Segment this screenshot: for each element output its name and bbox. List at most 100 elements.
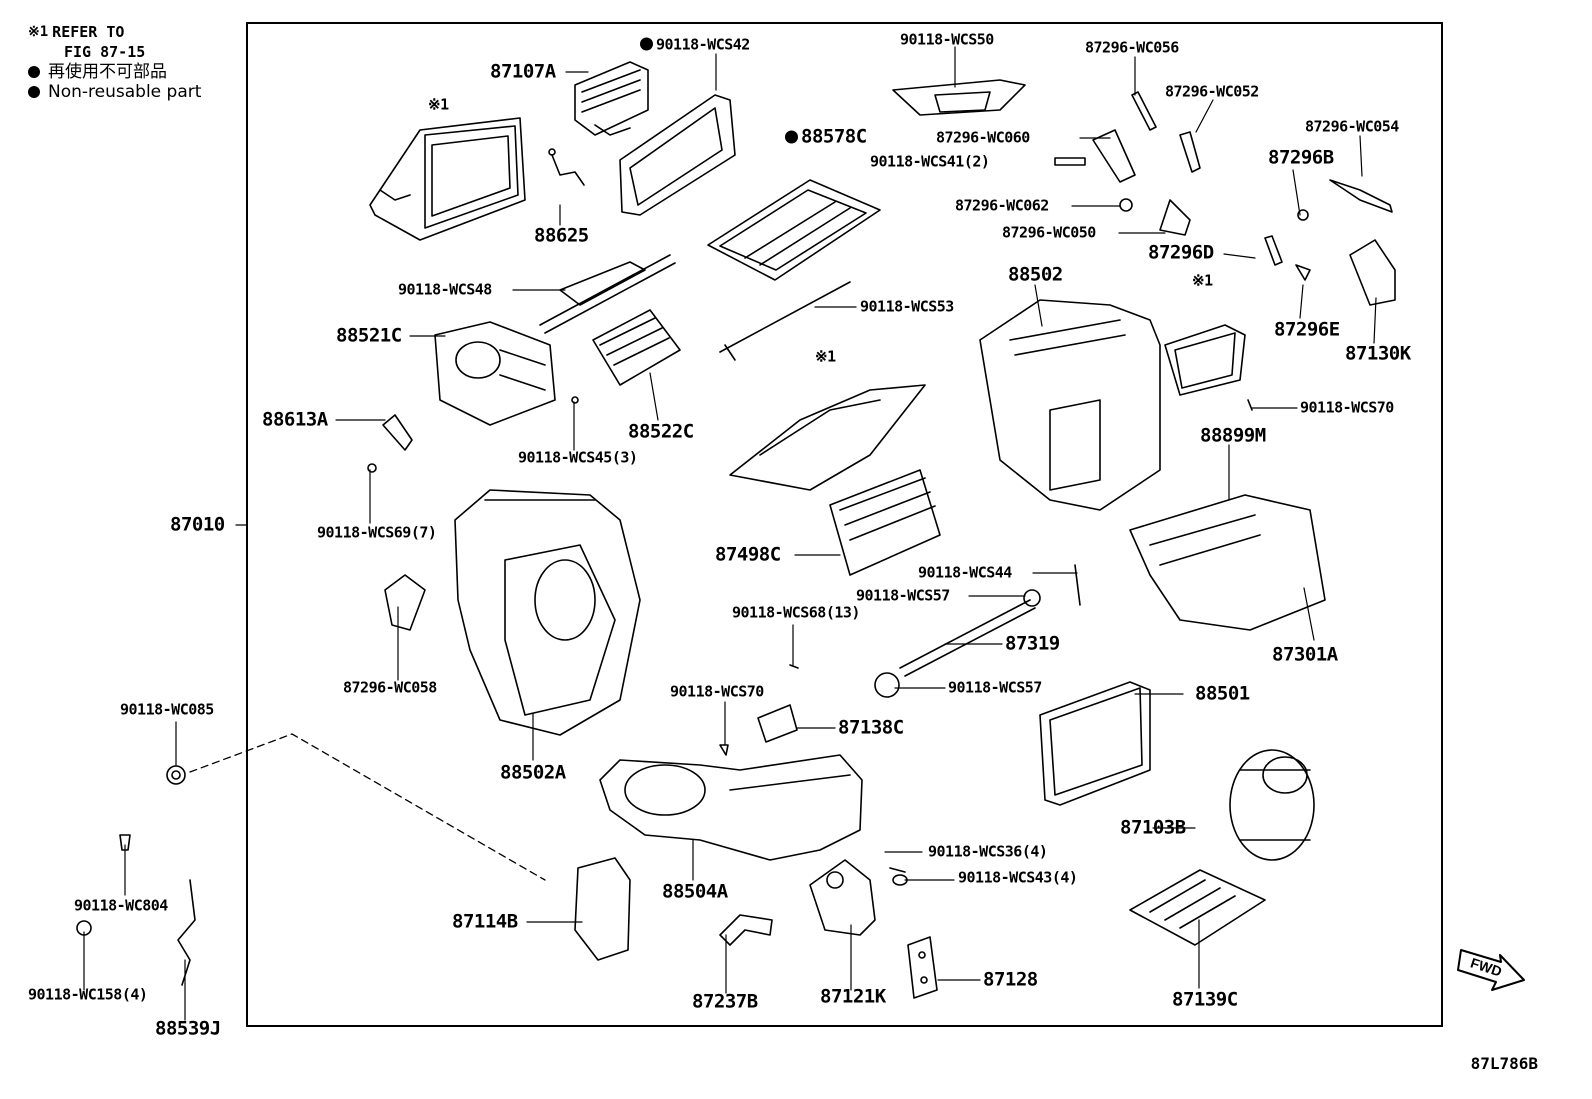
part-label: 90118-WC085 [120,700,214,719]
part-label: 90118-WC158(4) [28,985,148,1004]
part-label: 90118-WCS44 [918,563,1012,582]
part-label: 90118-WCS41(2) [870,152,990,171]
reference-mark: ※1 [1192,271,1213,290]
part-label: 87139C [1172,988,1238,1011]
part-87114B-duct [574,857,631,961]
part-88625-sensor [548,148,585,186]
part-88501-evaporator [1039,681,1151,806]
part-small-linkages-upper-right [1054,91,1396,306]
fwd-arrow-icon: FWD [1457,949,1525,991]
part-label: 88899M [1200,424,1266,447]
diagram-frame [246,22,1443,1027]
part-label: 87301A [1272,643,1338,666]
part-label: 87296-WC060 [936,128,1030,147]
part-90118-wcs48-tube [539,254,676,334]
part-87319-shaft [874,589,1041,698]
part-88539J-harness [177,879,196,986]
legend-reference-figure: FIG 87-15 [28,42,201,62]
nonreusable-jp-text: 再使用不可部品 [48,62,167,82]
part-label: 87296-WC052 [1165,82,1259,101]
reference-text-line1: REFER TO [52,23,125,41]
part-88502-case-upper [979,299,1161,511]
legend-nonreusable-jp: 再使用不可部品 [28,62,201,82]
part-label: 90118-WCS57 [856,586,950,605]
part-label: 90118-WC804 [74,896,168,915]
reference-text-line2: FIG 87-15 [64,43,146,61]
part-label: 87296E [1274,318,1340,341]
part-88899M-case-lower [1129,494,1326,631]
reference-mark: ※1 [28,24,49,40]
nonreusable-dot-icon [28,66,40,78]
part-seal-wcs42 [619,94,736,216]
part-88613A-bracket [382,414,413,451]
part-87103B-blower-motor [1229,749,1315,861]
part-label: 88502 [1008,263,1063,286]
part-87296-WC058-motor [384,574,426,631]
part-label: 90118-WCS69(7) [317,523,437,542]
part-label: 87498C [715,543,781,566]
part-88521C-blower-case [434,321,556,426]
part-87010-main-unit [454,489,641,736]
part-label: 88539J [155,1017,221,1040]
nonreusable-en-text: Non-reusable part [48,82,202,102]
part-label: 88522C [628,420,694,443]
legend-nonreusable-en: Non-reusable part [28,82,201,102]
part-label: 87296-WC056 [1085,38,1179,57]
part-87128-plate [907,936,938,999]
part-90118-wcs53-rod [719,281,851,361]
part-label: 90118-WCS70 [1300,398,1394,417]
reference-mark: ※1 [815,347,836,366]
legend: ※1 REFER TO FIG 87-15 再使用不可部品 Non-reusab… [28,22,201,102]
part-wcs50-seal [892,79,1026,116]
part-87121K-linkage [809,859,876,936]
part-label: 90118-WCS45(3) [518,448,638,467]
part-87138C-clip [757,704,798,743]
part-87498C-filter [829,469,941,576]
legend-reference-note: ※1 REFER TO [28,22,201,42]
part-label: 88625 [534,224,589,247]
part-88578C-filter-frame [707,179,881,281]
part-label: 90118-WCS57 [948,678,1042,697]
part-wcs44-pin [1074,564,1081,606]
part-ref-duct-center [729,384,926,491]
part-88522C-damper [592,309,681,386]
part-label: 87114B [452,910,518,933]
part-label: 88613A [262,408,328,431]
part-label: 87130K [1345,342,1411,365]
part-label: 90118-WCS43(4) [958,868,1078,887]
part-label: 90118-WCS53 [860,297,954,316]
part-label: 87319 [1005,632,1060,655]
part-label: 90118-WCS68(13) [732,603,860,622]
part-ref-panel-right [1164,324,1246,396]
part-label: 87103B [1120,816,1186,839]
part-label: 87128 [983,968,1038,991]
part-label: 87296-WC058 [343,678,437,697]
part-label: 87296D [1148,241,1214,264]
nonreusable-dot-icon [28,86,40,98]
part-86-ref-duct-left [369,117,526,241]
dashed-relation-line [189,733,546,881]
part-label: 90118-WCS48 [398,280,492,299]
part-label: 87296B [1268,146,1334,169]
part-label: 87296-WC054 [1305,117,1399,136]
part-label: 90118-WCS70 [670,682,764,701]
part-label: 90118-WCS50 [900,30,994,49]
part-88504A-lower-case [599,754,863,861]
part-label: 88501 [1195,682,1250,705]
nonreusable-dot-icon [640,37,653,51]
part-label: 87121K [820,985,886,1008]
figure-code: 87L786B [1470,1054,1538,1073]
nonreusable-dot-icon [785,130,798,144]
part-label: 87296-WC062 [955,196,1049,215]
part-label: 88502A [500,761,566,784]
leader-lines [83,46,1377,1021]
reference-mark: ※1 [428,95,449,114]
part-label-nonreusable: 90118-WCS42 [640,37,750,53]
part-label: 87107A [490,60,556,83]
part-label: 87138C [838,716,904,739]
part-87107A-heater-core [574,61,649,136]
part-small-fasteners [76,396,1253,936]
part-label-nonreusable: 88578C [785,127,867,147]
part-label: 88521C [336,324,402,347]
